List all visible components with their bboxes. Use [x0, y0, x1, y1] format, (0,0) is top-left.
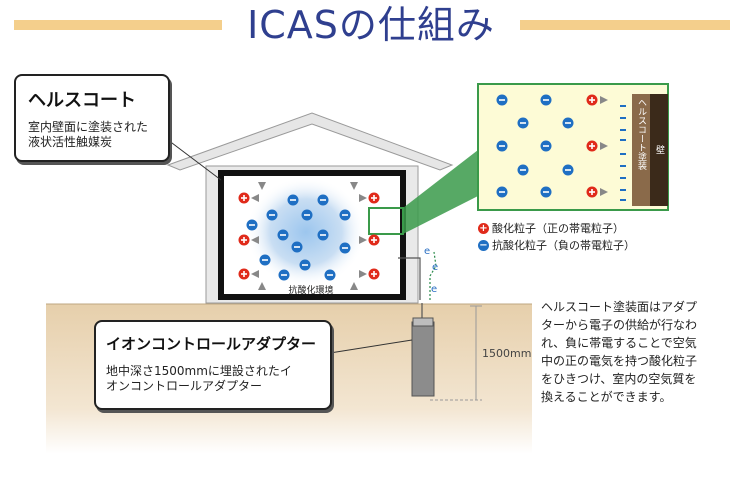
negative-particle-icon: [496, 94, 508, 106]
wall-vertical-label: 壁: [654, 144, 665, 154]
positive-particle-icon: [586, 186, 598, 198]
particle-legend: + 酸化粒子（正の帯電粒子） − 抗酸化粒子（負の帯電粒子）: [478, 220, 635, 254]
description: ヘルスコート塗装面はアダプ ターから電子の供給が行なわ れ、負に帯電することで空…: [541, 298, 737, 406]
adapter-cap: [412, 317, 434, 327]
arrow-icon: [359, 236, 367, 244]
adapter-desc-1: 地中深さ1500mmに埋設されたイ: [106, 364, 292, 378]
legend-positive: + 酸化粒子（正の帯電粒子）: [478, 220, 635, 237]
negative-particle-icon: [339, 209, 351, 221]
negative-particle-icon: [517, 164, 529, 176]
depth-label: 1500mm: [482, 347, 532, 360]
antioxidant-glow: [246, 177, 366, 287]
environment-label: 抗酸化環境: [288, 284, 333, 296]
negative-particle-icon: [540, 94, 552, 106]
arrow-icon: [350, 182, 358, 190]
arrow-icon: [600, 142, 608, 150]
adapter-desc-2: オンコントロールアダプター: [106, 379, 263, 393]
negative-particle-icon: [324, 269, 336, 281]
negative-particle-icon: [246, 219, 258, 231]
title-decoration-left: [14, 20, 222, 30]
negative-particle-icon: [266, 209, 278, 221]
positive-particle-icon: [238, 268, 250, 280]
positive-particle-icon: [368, 192, 380, 204]
title-decoration-right: [520, 20, 730, 30]
positive-particle-icon: [238, 234, 250, 246]
adapter-callout-pointer: [329, 339, 413, 354]
negative-particle-icon: [496, 186, 508, 198]
negative-particle-icon: [540, 140, 552, 152]
arrow-icon: [251, 194, 259, 202]
arrow-icon: [359, 270, 367, 278]
electron-arrows: [429, 251, 437, 300]
electron-icon: e: [432, 262, 438, 273]
negative-particle-icon: [278, 269, 290, 281]
coat-strip: [632, 94, 650, 206]
wall-slab: [650, 94, 668, 206]
negative-particle-icon: −: [478, 240, 489, 251]
negative-particle-icon: [517, 117, 529, 129]
coat-vertical-label: ヘルスコート塗装: [636, 98, 647, 171]
positive-particle-icon: [238, 192, 250, 204]
positive-particle-icon: +: [478, 223, 489, 234]
health-coat-heading: ヘルスコート: [28, 90, 136, 111]
arrow-icon: [251, 270, 259, 278]
positive-particle-icon: [368, 268, 380, 280]
health-coat-desc-2: 液状活性触媒炭: [28, 135, 113, 149]
electron-icon: e: [424, 246, 430, 257]
description-line: ターから電子の供給が行なわ: [541, 318, 698, 332]
negative-particle-icon: [496, 140, 508, 152]
legend-negative: − 抗酸化粒子（負の帯電粒子）: [478, 237, 635, 254]
negative-particle-icon: [339, 242, 351, 254]
negative-particle-icon: [562, 164, 574, 176]
negative-particle-icon: [540, 186, 552, 198]
negative-particle-icon: [317, 229, 329, 241]
arrow-icon: [350, 282, 358, 290]
arrow-icon: [600, 96, 608, 104]
negative-particle-icon: [562, 117, 574, 129]
negative-particle-icon: [301, 209, 313, 221]
negative-particle-icon: [291, 241, 303, 253]
arrow-icon: [600, 188, 608, 196]
negative-particle-icon: [299, 259, 311, 271]
arrow-icon: [359, 194, 367, 202]
description-line: 換えることができます。: [541, 390, 672, 404]
arrow-icon: [258, 182, 266, 190]
negative-particle-icon: [317, 194, 329, 206]
coat-callout-pointer: [167, 139, 222, 181]
description-line: をひきつけ、室内の空気質を: [541, 372, 697, 386]
arrow-icon: [258, 282, 266, 290]
health-coat-desc-1: 室内壁面に塗装された: [28, 120, 149, 134]
electron-icon: e: [431, 284, 437, 295]
house-roof: [166, 112, 454, 171]
negative-particle-icon: [259, 254, 271, 266]
description-line: れ、負に帯電することで空気: [541, 336, 697, 350]
health-coat-callout: ヘルスコート 室内壁面に塗装された 液状活性触媒炭: [14, 74, 170, 162]
page-title: ICASの仕組み: [247, 3, 495, 47]
legend-negative-label: 抗酸化粒子（負の帯電粒子）: [492, 239, 635, 252]
wire: [398, 257, 421, 300]
negative-particle-icon: [277, 229, 289, 241]
zoom-beam: [403, 150, 478, 234]
description-line: ヘルスコート塗装面はアダプ: [541, 300, 698, 314]
description-line: 中の正の電気を持つ酸化粒子: [541, 354, 698, 368]
adapter-heading: イオンコントロールアダプター: [106, 335, 317, 353]
negative-particle-icon: [287, 194, 299, 206]
adapter-body: [411, 321, 435, 397]
legend-positive-label: 酸化粒子（正の帯電粒子）: [492, 222, 624, 235]
positive-particle-icon: [586, 140, 598, 152]
positive-particle-icon: [368, 234, 380, 246]
adapter-callout: イオンコントロールアダプター 地中深さ1500mmに埋設されたイ オンコントロー…: [94, 320, 332, 410]
positive-particle-icon: [586, 94, 598, 106]
arrow-icon: [251, 236, 259, 244]
